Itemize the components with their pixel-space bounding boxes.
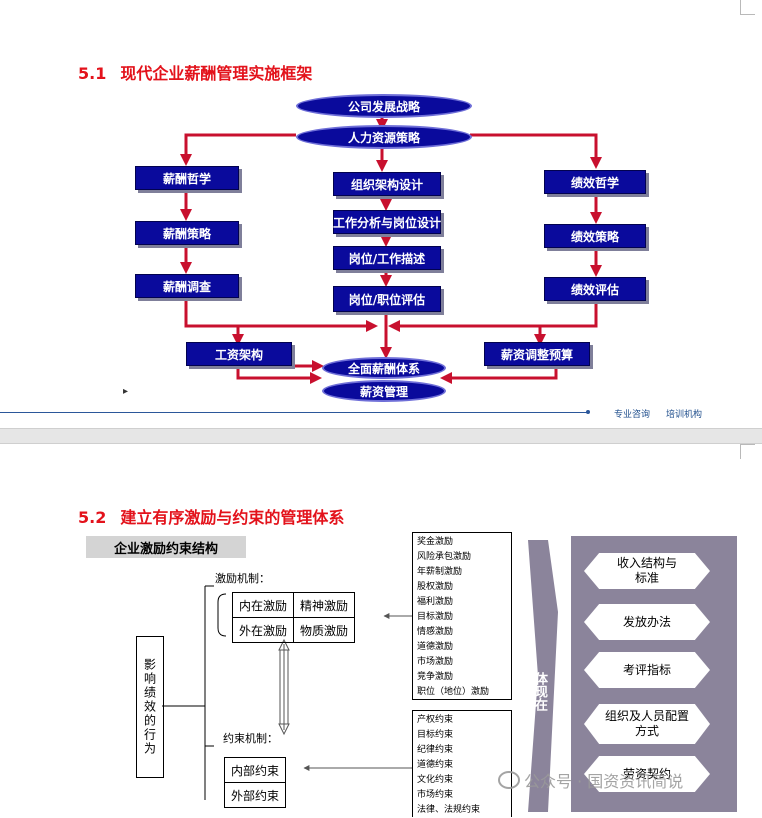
salary-structure-box: 工资架构 [186,342,292,366]
salary-budget-box: 薪资调整预算 [484,342,590,366]
panel-item: 发放办法 [584,604,710,640]
panel-item: 考评指标 [584,652,710,688]
incentive-list: 奖金激励 风险承包激励 年薪制激励 股权激励 福利激励 目标激励 情感激励 道德… [412,532,512,700]
section-heading-2: 5.2 建立有序激励与约束的管理体系 [78,504,344,528]
panel-item: 收入结构与标准 [584,553,710,589]
list-item: 目标约束 [417,730,454,740]
list-item: 文化约束 [417,775,454,785]
list-item: 产权约束 [417,715,454,725]
page-corner-mark [740,444,755,459]
text-cursor-icon: ▸ [123,386,129,397]
section-number: 5.1 [78,64,107,83]
arrow-label: 体现在 [532,672,547,711]
structure-subtitle: 企业激励约束结构 [86,536,246,558]
list-item: 风险承包激励 [417,552,472,562]
constraint-cell: 外部约束 [223,782,287,808]
list-item: 竞争激励 [417,672,454,682]
list-item: 道德激励 [417,642,454,652]
framework-connectors [180,115,602,384]
incentive-table: 内在激励 精神激励 外在激励 物质激励 [231,592,356,643]
page-corner-mark [740,0,755,15]
left-box-3: 薪酬调查 [135,274,239,298]
left-box-1: 薪酬哲学 [135,166,239,190]
company-strategy-ellipse: 公司发展战略 [296,94,472,118]
footer-rule [0,412,588,413]
section-heading: 5.1 现代企业薪酬管理实施框架 [78,60,312,84]
wechat-icon [498,771,520,789]
center-box-2: 工作分析与岗位设计 [333,210,441,234]
list-item: 情感激励 [417,627,454,637]
list-item: 法律、法规约束 [417,805,481,815]
list-item: 市场约束 [417,790,454,800]
behavior-box: 影响绩效的行为 [136,636,164,778]
list-item: 职位（地位）激励 [417,687,490,697]
right-box-3: 绩效评估 [544,277,646,301]
list-item: 纪律约束 [417,745,454,755]
section-title-2: 建立有序激励与约束的管理体系 [120,508,345,527]
incentive-label: 激励机制： [215,572,270,585]
constraint-label: 约束机制： [223,732,278,745]
page-gap [0,428,762,444]
list-item: 年薪制激励 [417,567,463,577]
incentive-cell: 外在激励 [231,617,295,643]
panel-item: 劳资契约 [584,756,710,792]
behavior-text: 影响绩效的行为 [142,658,157,756]
section-title: 现代企业薪酬管理实施框架 [120,64,313,83]
incentive-cell: 精神激励 [293,592,356,618]
watermark-text: 公众号 · 国资资讯简说 [524,772,684,791]
left-box-2: 薪酬策略 [135,221,239,245]
right-box-1: 绩效哲学 [544,170,646,194]
list-item: 市场激励 [417,657,454,667]
hr-strategy-ellipse: 人力资源策略 [296,125,472,149]
right-box-2: 绩效策略 [544,224,646,248]
footer-link-consulting[interactable]: 专业咨询 [614,410,651,420]
center-box-1: 组织架构设计 [333,172,441,196]
pay-mgmt-ellipse: 薪资管理 [322,380,446,402]
center-box-3: 岗位/工作描述 [333,246,441,270]
incentive-cell: 物质激励 [293,617,356,643]
watermark: 公众号 · 国资资讯简说 [498,768,683,792]
constraint-list: 产权约束 目标约束 纪律约束 道德约束 文化约束 市场约束 法律、法规约束 [412,710,512,817]
list-item: 道德约束 [417,760,454,770]
center-box-4: 岗位/职位评估 [333,286,441,312]
constraint-cell: 内部约束 [223,757,287,783]
panel-item: 组织及人员配置方式 [584,704,710,744]
list-item: 福利激励 [417,597,454,607]
document-page-1: 5.1 现代企业薪酬管理实施框架 [0,0,755,420]
incentive-cell: 内在激励 [231,592,295,618]
constraint-table: 内部约束 外部约束 [223,757,287,808]
list-item: 奖金激励 [417,537,454,547]
section-number-2: 5.2 [78,508,107,527]
list-item: 股权激励 [417,582,454,592]
list-item: 目标激励 [417,612,454,622]
footer-rule-dot [586,410,590,414]
total-comp-ellipse: 全面薪酬体系 [322,357,446,379]
footer-link-training[interactable]: 培训机构 [666,410,703,420]
